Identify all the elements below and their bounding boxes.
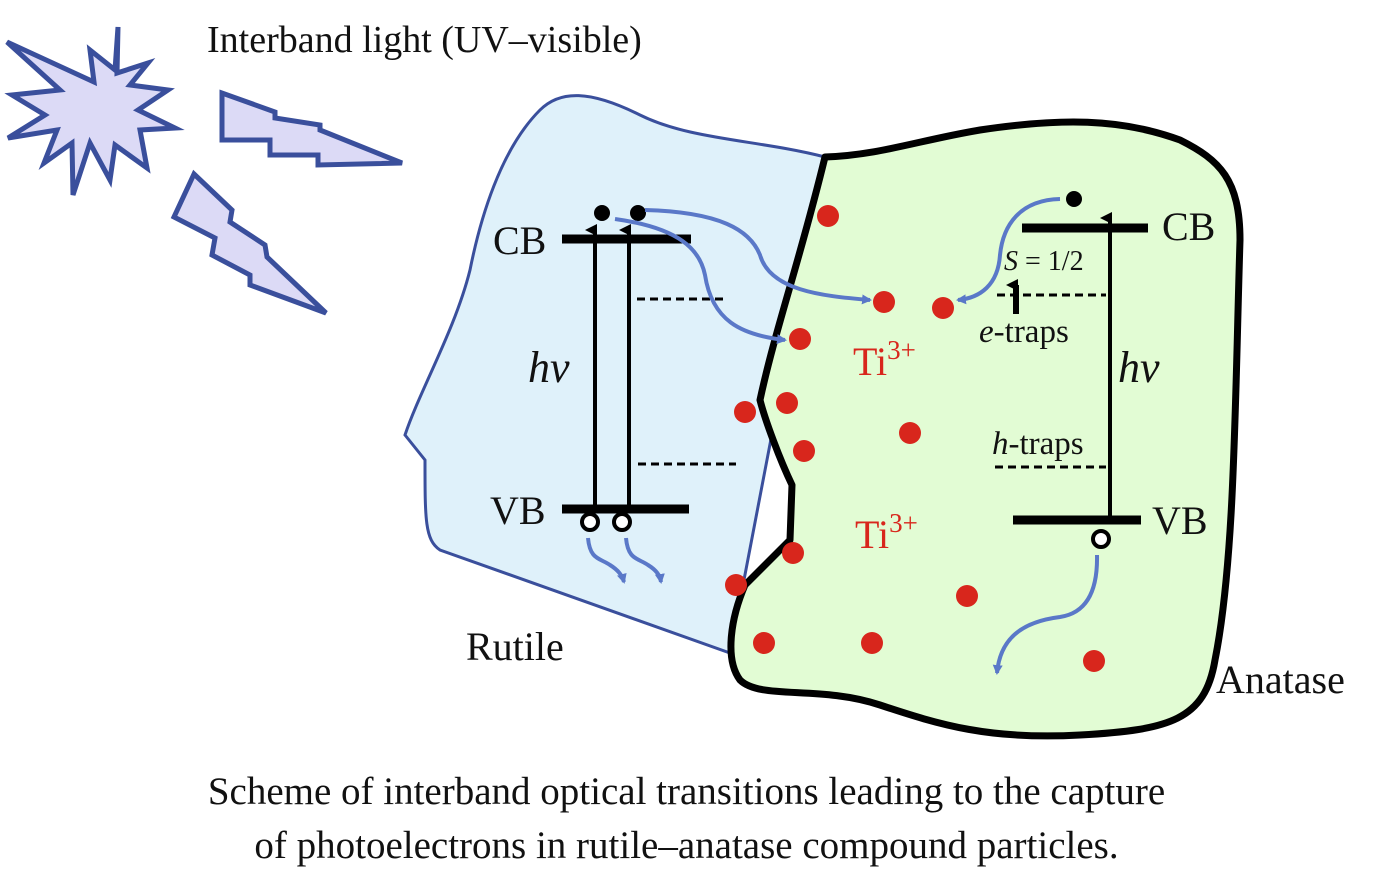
anatase-vb-label: VB xyxy=(1152,498,1208,543)
e-traps-italic: e xyxy=(979,314,994,350)
hole-drift-arrow xyxy=(624,537,665,584)
ti3-dot xyxy=(725,574,747,596)
ti3-dot xyxy=(753,632,775,654)
electron-transfer-arrow xyxy=(644,208,872,305)
ti3-dot xyxy=(932,297,954,319)
ti3-dot xyxy=(776,392,798,414)
ti3-label-base: Ti xyxy=(855,512,889,557)
ti3-dot xyxy=(789,328,811,350)
ti3-dot xyxy=(956,585,978,607)
anatase-name-label: Anatase xyxy=(1216,657,1345,702)
caption-line-2: of photoelectrons in rutile–anatase comp… xyxy=(254,824,1119,867)
spin-value: = 1/2 xyxy=(1018,246,1084,277)
ti3-dot xyxy=(873,291,895,313)
hole-circle xyxy=(612,512,632,532)
hole-circle xyxy=(1091,529,1111,549)
electron-dot xyxy=(630,205,646,221)
caption-line-1: Scheme of interband optical transitions … xyxy=(207,770,1166,813)
rutile-cb-label: CB xyxy=(493,218,546,263)
ti3-dot xyxy=(782,542,804,564)
hole-circle xyxy=(580,512,600,532)
ti3-dot xyxy=(1083,650,1105,672)
ti3-label: Ti3+ xyxy=(855,508,918,557)
ti3-dot xyxy=(861,632,883,654)
electron-dot xyxy=(1066,191,1082,207)
rutile-name-label: Rutile xyxy=(466,624,564,669)
ti3-label-sup: 3+ xyxy=(887,335,916,365)
electron-dot xyxy=(594,205,610,221)
e-traps-rest: -traps xyxy=(994,314,1069,350)
ti3-label-base: Ti xyxy=(853,339,887,384)
anatase-particle xyxy=(727,118,1244,740)
e-traps-label: e-traps xyxy=(979,314,1069,350)
rutile-vb-label: VB xyxy=(490,488,546,533)
lightning-bolt-icon xyxy=(170,169,328,316)
ti3-dot xyxy=(817,205,839,227)
title-label: Interband light (UV–visible) xyxy=(207,19,642,61)
ti3-dot xyxy=(793,440,815,462)
spin-var: S xyxy=(1004,246,1018,277)
ti3-label: Ti3+ xyxy=(853,335,916,384)
anatase-photon-label: hν xyxy=(1118,343,1160,392)
ti3-label-sup: 3+ xyxy=(889,508,918,538)
h-traps-label: h-traps xyxy=(992,426,1084,462)
h-traps-italic: h xyxy=(992,426,1009,462)
rutile-photon-label: hν xyxy=(528,343,570,392)
electron-trap-arrow xyxy=(956,197,1061,305)
h-traps-rest: -traps xyxy=(1009,426,1084,462)
electron-transfer-arrow xyxy=(614,217,787,345)
spin-label: S = 1/2 xyxy=(1004,246,1084,277)
hole-drift-arrow xyxy=(586,537,627,584)
starburst-icon xyxy=(4,26,185,196)
lightning-bolt-icon xyxy=(219,89,403,168)
ti3-dot xyxy=(734,401,756,423)
hole-drift-arrow xyxy=(992,554,1100,675)
rutile-particle xyxy=(403,94,827,655)
ti3-centers xyxy=(725,205,1105,672)
ti3-dot xyxy=(899,422,921,444)
anatase-cb-label: CB xyxy=(1162,204,1215,249)
